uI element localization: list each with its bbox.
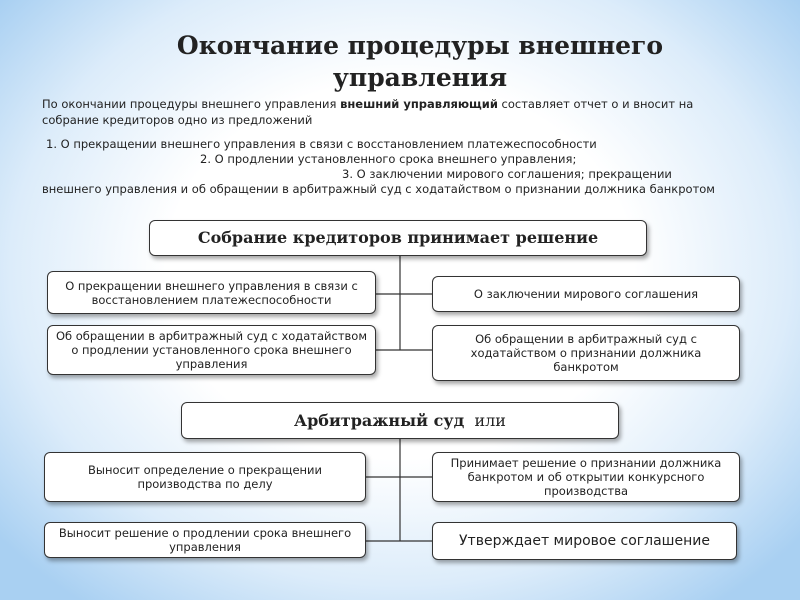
court-option-extend: Выносит решение о продлении срока внешне… bbox=[44, 522, 366, 558]
court-option-settlement: Утверждает мировое соглашение bbox=[432, 522, 737, 560]
intro-part2: составляет отчет о и вносит на собрание … bbox=[42, 97, 694, 127]
court-option-bankrupt: Принимает решение о признании должника б… bbox=[432, 452, 740, 502]
intro-text: По окончании процедуры внешнего управлен… bbox=[42, 96, 742, 128]
creditors-option-settlement: О заключении мирового соглашения bbox=[432, 276, 740, 312]
creditors-option-extend: Об обращении в арбитражный суд с ходатай… bbox=[47, 325, 376, 375]
proposal-item-3a: 3. О заключении мирового соглашения; пре… bbox=[342, 167, 672, 181]
intro-bold: внешний управляющий bbox=[340, 97, 498, 111]
proposal-item-3b: внешнего управления и об обращении в арб… bbox=[42, 182, 715, 196]
court-option-terminate: Выносит определение о прекращении произв… bbox=[44, 452, 366, 502]
creditors-heading: Собрание кредиторов принимает решение bbox=[149, 220, 647, 256]
creditors-option-terminate: О прекращении внешнего управления в связ… bbox=[47, 271, 376, 314]
proposal-item-1: 1. О прекращении внешнего управления в с… bbox=[46, 137, 597, 151]
page-title: Окончание процедуры внешнего управления bbox=[176, 31, 664, 92]
court-heading: Арбитражный суд или bbox=[181, 402, 619, 439]
court-heading-rest: или bbox=[474, 410, 506, 430]
proposals-list: 1. О прекращении внешнего управления в с… bbox=[42, 137, 758, 197]
court-heading-bold: Арбитражный суд bbox=[294, 410, 465, 430]
intro-part1: По окончании процедуры внешнего управлен… bbox=[42, 97, 337, 111]
proposal-item-2: 2. О продлении установленного срока внеш… bbox=[200, 152, 577, 166]
creditors-option-bankrupt: Об обращении в арбитражный суд с ходатай… bbox=[432, 325, 740, 381]
